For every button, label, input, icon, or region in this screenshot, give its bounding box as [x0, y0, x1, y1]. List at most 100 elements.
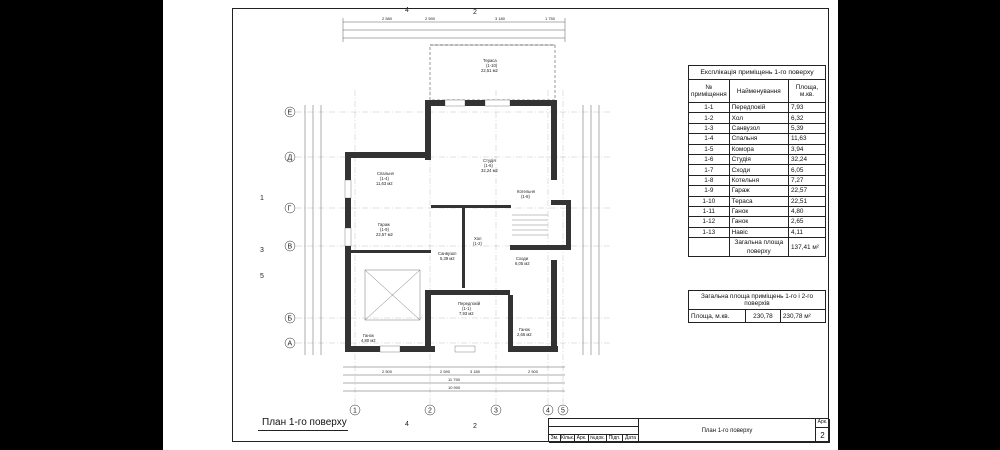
row-num: 1-5 — [688, 143, 730, 155]
room-garage-area: 22,57 м2 — [376, 232, 394, 237]
room-studio-area: 32,24 м2 — [481, 168, 499, 173]
explication-table: Експлікація приміщень 1-го поверху № при… — [688, 65, 826, 258]
room-bedroom-num: (1-4) — [380, 176, 389, 181]
room-terrace-num: (1-10) — [486, 63, 498, 68]
dim-bottom-1: 2 500 — [382, 369, 393, 374]
row-num: 1-3 — [688, 122, 730, 135]
room-bedroom-name: Спальня — [377, 171, 394, 176]
caption-underline — [258, 430, 348, 431]
floors-total-value2: 230,78 м² — [779, 309, 827, 323]
row-name: Сходи — [728, 164, 790, 176]
row-area: 5,39 — [788, 122, 826, 135]
row-name: Гараж — [728, 185, 790, 197]
floors-total-value1: 230,78 — [745, 309, 781, 323]
stamp-title: План 1-го поверху — [639, 419, 816, 443]
section-mark-bottom-4: 4 — [405, 421, 409, 428]
room-stairs-area: 6,05 м2 — [515, 261, 530, 266]
dimension-lines-side — [304, 105, 600, 355]
room-studio-name: Студія — [483, 158, 496, 163]
row-name: Студія — [728, 153, 790, 166]
dim-overall-2: 10 900 — [448, 385, 461, 390]
dim-top-1: 2 580 — [382, 16, 393, 21]
dim-top-4: 1 750 — [545, 16, 556, 21]
total-value: 137,41 м² — [788, 237, 826, 258]
dim-bottom-3: 3 180 — [470, 369, 481, 374]
axis-col-4: 4 — [546, 408, 550, 415]
drawing-frame — [232, 8, 829, 442]
room-porch-name: Ганок — [519, 327, 530, 332]
row-num: 1-12 — [688, 216, 730, 228]
row-name: Хол — [728, 112, 790, 124]
row-area: 3,94 — [788, 143, 826, 155]
row-num: 1-10 — [688, 195, 730, 207]
room-bedroom-area: 11,63 м2 — [376, 181, 393, 186]
section-mark-bottom-2: 2 — [473, 423, 477, 430]
total-label: Загальна площа поверху — [728, 237, 790, 258]
axis-row-a: А — [288, 341, 293, 348]
room-bath-name: Санвузол — [438, 251, 457, 256]
dim-top-3: 3 180 — [495, 16, 506, 21]
row-name: Передпокій — [728, 101, 790, 114]
room-boiler-name: Котельня — [517, 189, 535, 194]
axis-col-1: 1 — [353, 408, 357, 415]
row-num: 1-9 — [688, 185, 730, 197]
stamp-h-doc: №док. — [589, 435, 607, 443]
section-mark-top-2: 2 — [473, 9, 477, 16]
col-area-header: Площа, м.кв. — [788, 79, 826, 103]
row-area: 7,27 — [788, 174, 826, 187]
garage-hatch — [364, 269, 421, 321]
room-porch2-area: 4,80 м2 — [361, 338, 376, 343]
room-hall-entry-area: 7,93 м2 — [459, 311, 474, 316]
room-hol-num: (1-2) — [473, 241, 482, 246]
row-name: Спальня — [728, 133, 790, 145]
dimension-lines-top — [342, 18, 566, 46]
row-area: 4,80 — [788, 205, 826, 218]
room-porch2-name: Ганок — [363, 333, 374, 338]
axis-row-d: Д — [288, 155, 293, 162]
row-area: 11,63 — [788, 133, 826, 145]
floors-total-table: Загальна площа приміщень 1-го і 2-го пов… — [688, 290, 827, 323]
row-num: 1-6 — [688, 153, 730, 166]
row-name: Тераса — [728, 195, 790, 207]
row-num: 1-7 — [688, 164, 730, 176]
row-area: 4,11 — [788, 226, 826, 239]
row-area: 22,57 — [788, 185, 826, 197]
axis-row-e: Е — [288, 110, 293, 117]
row-num: 1-11 — [688, 205, 730, 218]
room-bath-area: 5,39 м2 — [440, 256, 455, 261]
stamp-h-ark: Арк. — [575, 435, 589, 443]
dim-top-2: 2 590 — [425, 16, 436, 21]
stamp-blank-1 — [549, 419, 639, 427]
row-area: 2,65 — [788, 216, 826, 228]
explication-title: Експлікація приміщень 1-го поверху — [688, 65, 826, 80]
section-mark-left-1: 1 — [260, 195, 264, 202]
dim-overall-1: 11 750 — [448, 377, 461, 382]
col-axis-bubbles — [349, 404, 569, 416]
row-area: 6,32 — [788, 112, 826, 124]
stamp-sheet-label: Арк. — [816, 419, 830, 428]
row-num: 1-4 — [688, 133, 730, 145]
floors-total-title: Загальна площа приміщень 1-го і 2-го пов… — [688, 290, 826, 310]
stamp-h-data: Дата — [623, 435, 639, 443]
row-name: Навіс — [728, 226, 790, 239]
total-row: Загальна площа поверху 137,41 м² — [688, 237, 826, 258]
col-num-header: № приміщення — [688, 79, 730, 103]
total-spacer — [688, 237, 730, 258]
stamp-h-zm: Зм. — [549, 435, 561, 443]
dim-bottom-2: 2 590 — [440, 369, 451, 374]
row-num: 1-8 — [688, 174, 730, 187]
stamp-blank-2 — [549, 427, 639, 435]
room-stairs-name: Сходи — [516, 256, 529, 261]
room-hol-name: Хол — [474, 236, 482, 241]
row-num: 1-13 — [688, 226, 730, 239]
row-name: Котельня — [728, 174, 790, 187]
col-name-header: Найменування — [728, 79, 790, 103]
stamp-h-pidp: Підп. — [607, 435, 623, 443]
stairs — [512, 214, 548, 236]
